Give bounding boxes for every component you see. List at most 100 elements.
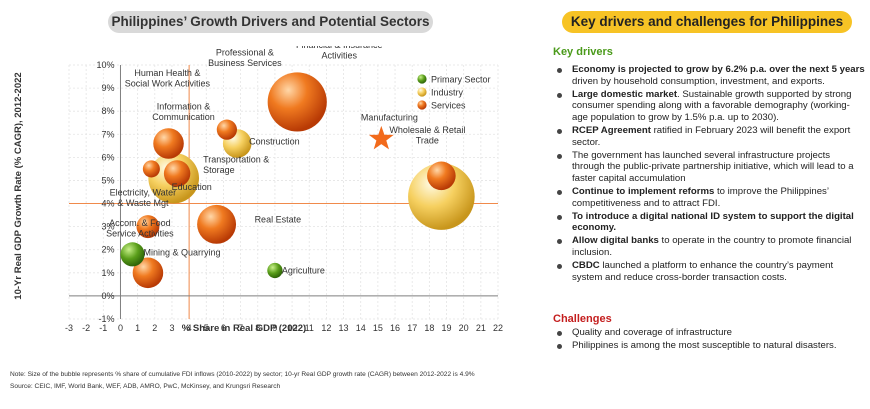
bubble-label: Financial & InsuranceActivities bbox=[296, 46, 383, 60]
bubble-label-line: Transportation & bbox=[203, 155, 269, 165]
key-driver-item-bold: Large domestic market bbox=[572, 88, 678, 100]
legend-swatch bbox=[417, 74, 427, 84]
bubble-label-line: Construction bbox=[249, 137, 300, 147]
bubble-series bbox=[120, 72, 475, 289]
x-tick-label: 19 bbox=[442, 323, 452, 333]
chart-source: Source: CEIC, IMF, World Bank, WEF, ADB,… bbox=[10, 383, 281, 390]
bubble-label-line: Manufacturing bbox=[361, 113, 418, 123]
bubble bbox=[216, 119, 237, 140]
bubble-label: Mining & Quarrying bbox=[143, 247, 220, 257]
bubble bbox=[120, 242, 145, 267]
legend-label: Services bbox=[431, 101, 466, 111]
x-tick-label: -1 bbox=[99, 323, 107, 333]
x-tick-label: 16 bbox=[390, 323, 400, 333]
x-axis-title: % Share in Real GDP (2022) bbox=[182, 323, 306, 334]
bubble-label-line: Storage bbox=[203, 165, 235, 175]
key-driver-item: Large domestic market. Sustainable growt… bbox=[553, 89, 865, 124]
bubble-label-line: Business Services bbox=[208, 58, 282, 68]
x-tick-label: 20 bbox=[459, 323, 469, 333]
x-tick-label: 0 bbox=[118, 323, 123, 333]
challenges-heading: Challenges bbox=[553, 313, 612, 325]
bubble-label: Human Health &Social Work Activities bbox=[125, 68, 211, 89]
x-tick-label: 5 bbox=[204, 323, 209, 333]
bubble bbox=[408, 163, 475, 230]
x-tick-label: 3 bbox=[169, 323, 174, 333]
legend-swatch bbox=[417, 100, 427, 110]
x-tick-label: 2 bbox=[152, 323, 157, 333]
bubble bbox=[132, 257, 164, 289]
x-tick-label: 9 bbox=[272, 323, 277, 333]
challenge-item: Quality and coverage of infrastructure bbox=[553, 327, 865, 339]
bubble-label: Transportation &Storage bbox=[203, 155, 269, 176]
bubble-label: Education bbox=[172, 182, 212, 192]
bubble-label: Real Estate bbox=[255, 214, 302, 224]
key-driver-item-text: . Sustainable growth supported by strong… bbox=[572, 88, 852, 123]
key-driver-item-bold: Economy is projected to grow by 6.2% p.a… bbox=[572, 64, 865, 75]
bubble-label: Manufacturing bbox=[361, 113, 418, 123]
y-tick-label: 2% bbox=[101, 245, 114, 255]
y-tick-label: 3% bbox=[101, 222, 114, 232]
key-driver-item-text: to improve the Philippines’ competitiven… bbox=[572, 185, 829, 209]
bubble-label-line: Accom. & Food bbox=[109, 218, 171, 228]
bubble-label-line: Information & bbox=[157, 102, 211, 112]
key-driver-item-bold: Continue to implement reforms bbox=[572, 185, 715, 197]
key-driver-item: Economy is projected to grow by 6.2% p.a… bbox=[553, 64, 865, 87]
bubble-label-line: Education bbox=[172, 182, 212, 192]
bubble-label: Construction bbox=[249, 137, 300, 147]
drivers-panel-title: Key drivers and challenges for Philippin… bbox=[562, 11, 852, 33]
chart-note: Note: Size of the bubble represents % sh… bbox=[10, 371, 475, 378]
y-tick-label: 10% bbox=[96, 60, 114, 70]
key-driver-item: The government has launched several infr… bbox=[553, 150, 865, 185]
x-tick-label: 21 bbox=[476, 323, 486, 333]
challenge-item-text: Quality and coverage of infrastructure bbox=[572, 327, 732, 338]
y-tick-label: 5% bbox=[101, 175, 114, 185]
legend-label: Industry bbox=[431, 88, 464, 98]
x-tick-label: -2 bbox=[82, 323, 90, 333]
key-driver-item-text: ratified in February 2023 will benefit t… bbox=[572, 124, 851, 148]
bubble-label-line: Communication bbox=[152, 112, 215, 122]
bubble bbox=[427, 161, 456, 191]
x-tick-label: 13 bbox=[339, 323, 349, 333]
y-tick-label: 0% bbox=[101, 291, 114, 301]
y-tick-label: 8% bbox=[101, 106, 114, 116]
chart-panel-title: Philippines’ Growth Drivers and Potentia… bbox=[108, 11, 433, 33]
bubble bbox=[136, 215, 160, 239]
x-tick-label: -3 bbox=[65, 323, 73, 333]
y-tick-label: 6% bbox=[101, 152, 114, 162]
bubble-label-line: Professional & bbox=[216, 48, 274, 58]
bubble-label: Electricity, Water& Waste Mgt bbox=[110, 188, 177, 209]
x-tick-label: 17 bbox=[407, 323, 417, 333]
bubble-label-line: Agriculture bbox=[282, 266, 325, 276]
legend-label: Primary Sector bbox=[431, 75, 491, 85]
bubble bbox=[153, 128, 184, 159]
x-tick-label: 12 bbox=[321, 323, 331, 333]
bubble-label: Professional &Business Services bbox=[208, 48, 282, 68]
bubble-label-line: Electricity, Water bbox=[110, 188, 177, 198]
y-tick-label: 9% bbox=[101, 83, 114, 93]
key-driver-item: To introduce a digital national ID syste… bbox=[553, 211, 865, 234]
key-driver-item-text: driven by household consumption, investm… bbox=[572, 75, 825, 87]
bubble-label-line: Mining & Quarrying bbox=[143, 247, 220, 257]
x-tick-label: 14 bbox=[356, 323, 366, 333]
x-tick-label: 7 bbox=[238, 323, 243, 333]
key-driver-item-text: The government has launched several infr… bbox=[572, 149, 854, 184]
x-tick-label: 15 bbox=[373, 323, 383, 333]
bubble-label-line: Social Work Activities bbox=[125, 78, 211, 88]
challenge-item-text: Philippines is among the most susceptibl… bbox=[572, 340, 837, 352]
bubble bbox=[163, 160, 191, 187]
x-tick-label: 6 bbox=[221, 323, 226, 333]
x-tick-label: 1 bbox=[135, 323, 140, 333]
x-tick-label: 8 bbox=[255, 323, 260, 333]
bubble-label: Information &Communication bbox=[152, 102, 215, 123]
bubble-label-line: Human Health & bbox=[134, 68, 200, 78]
y-axis-title: 10-Yr Real GDP Growth Rate (% CAGR), 201… bbox=[13, 72, 24, 299]
key-driver-item-bold: Allow digital banks bbox=[572, 235, 659, 247]
key-drivers-heading: Key drivers bbox=[553, 46, 613, 58]
key-driver-item: Allow digital banks to operate in the co… bbox=[553, 235, 865, 258]
bubble-label-line: Trade bbox=[416, 135, 439, 145]
bubble-label-line: Activities bbox=[321, 50, 357, 60]
